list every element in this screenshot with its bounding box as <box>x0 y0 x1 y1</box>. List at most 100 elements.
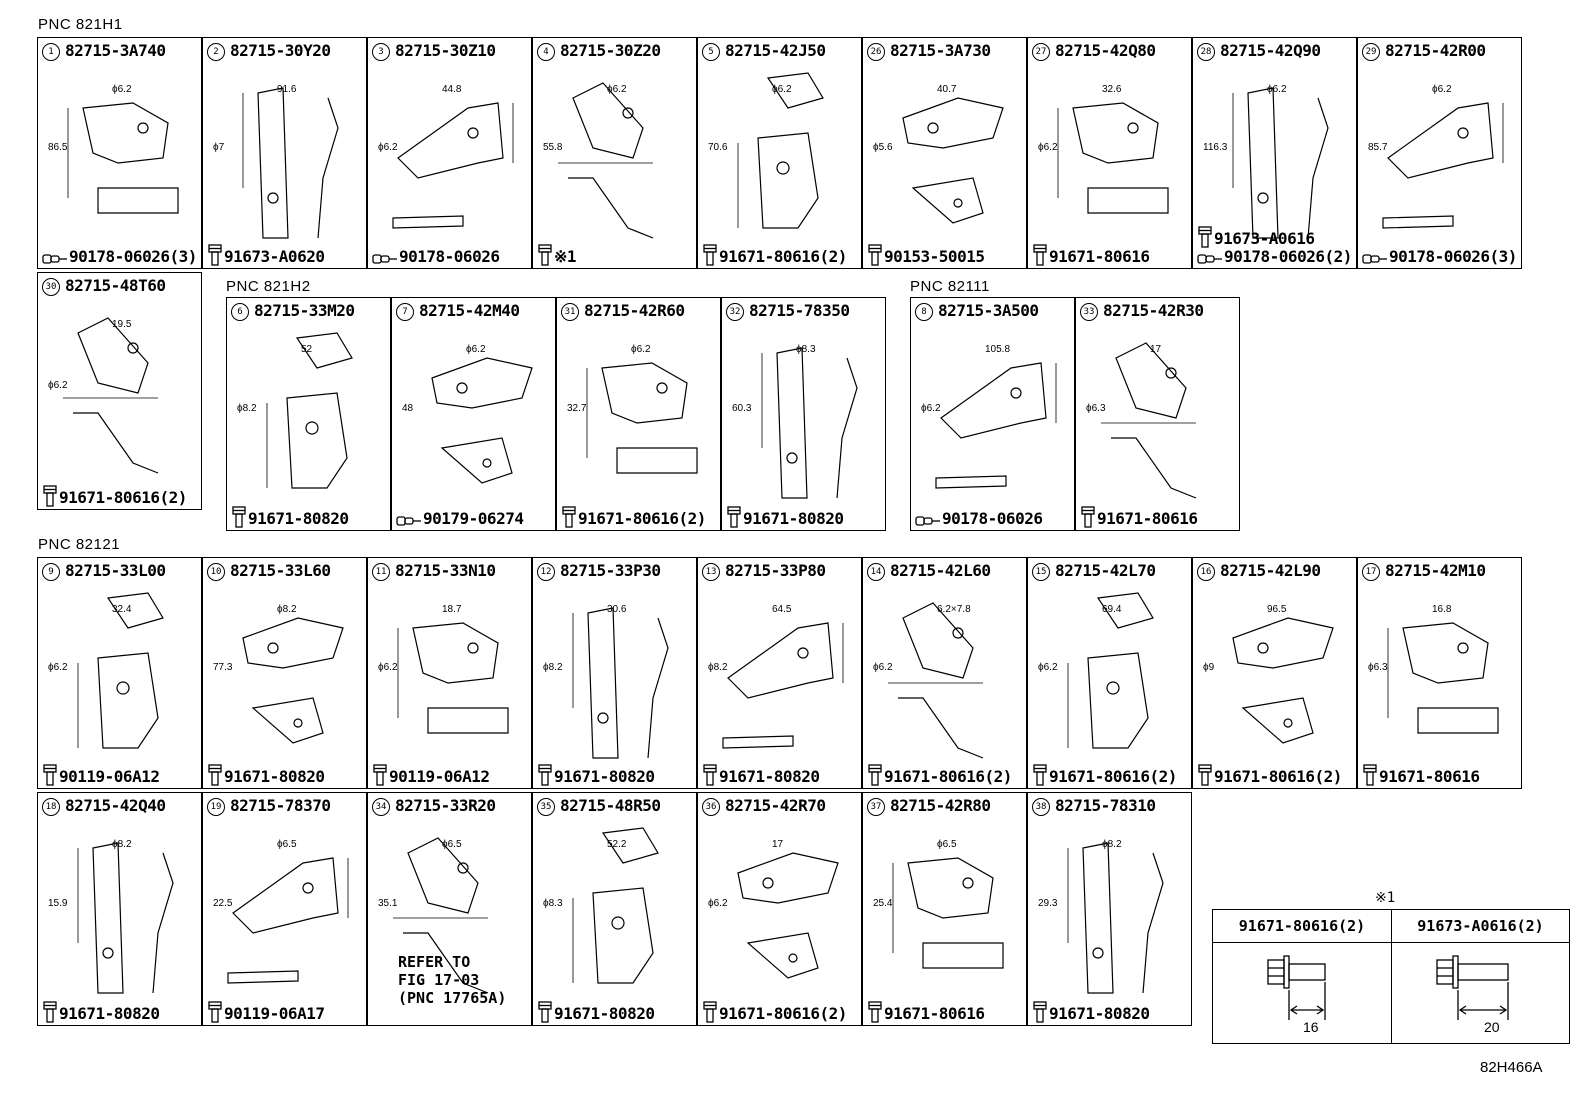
dimension-label: ϕ6.2 <box>466 344 486 355</box>
dimension-label: 29.3 <box>1038 898 1058 909</box>
dimension-label: ϕ6.2 <box>378 662 398 673</box>
bracket-drawing <box>242 617 344 744</box>
bolt-icon <box>703 244 717 266</box>
dimension-label: 22.5 <box>213 898 233 909</box>
bracket-drawing <box>77 842 174 994</box>
bracket-drawing <box>586 362 698 474</box>
bolt-icon <box>373 764 387 786</box>
dimension-label: 32.6 <box>1102 84 1122 95</box>
dimension-label: ϕ6.3 <box>1368 662 1388 673</box>
bracket-drawing <box>67 102 179 214</box>
callout-number: 17 <box>1362 563 1380 581</box>
part-number: 82715-42L60 <box>890 561 991 580</box>
nut-icon <box>396 516 421 526</box>
bolt-icon <box>1363 764 1377 786</box>
fastener-label: 90178-06026 <box>372 247 500 266</box>
bolt-icon <box>232 506 246 528</box>
part-number: 82715-30Z10 <box>395 41 496 60</box>
dimension-label: 15.9 <box>48 898 68 909</box>
dimension-label: 91.6 <box>277 84 297 95</box>
part-number: 82715-42Q90 <box>1220 41 1321 60</box>
bracket-drawing <box>761 347 858 499</box>
part-number: 82715-30Z20 <box>560 41 661 60</box>
flange-bolt-icon <box>1267 955 1326 1020</box>
dimension-label: 6.2×7.8 <box>937 604 971 615</box>
bolt-icon <box>562 506 576 528</box>
part-number: 82715-78350 <box>749 301 850 320</box>
bolt-icon <box>43 764 57 786</box>
bolt-icon <box>868 764 882 786</box>
bracket-drawing <box>1067 842 1164 994</box>
bracket-drawing <box>737 852 839 979</box>
dimension-label: ϕ6.5 <box>277 839 297 850</box>
part-number: 82715-33P30 <box>560 561 661 580</box>
dimension-label: 52 <box>301 344 313 355</box>
reference-dim-2: 20 <box>1484 1019 1500 1035</box>
callout-number: 28 <box>1197 43 1215 61</box>
part-number: 82715-42R00 <box>1385 41 1486 60</box>
bracket-drawing <box>1387 622 1499 734</box>
callout-number: 27 <box>1032 43 1050 61</box>
reference-part-1: 91671-80616(2) <box>1213 910 1391 943</box>
fastener-label: 91671-80820 <box>1032 1001 1150 1023</box>
bracket-drawing <box>1101 342 1197 499</box>
callout-number: 37 <box>867 798 885 816</box>
bolt-icon <box>43 485 57 507</box>
part-number: 82715-33M20 <box>254 301 355 320</box>
dimension-label: 60.3 <box>732 403 752 414</box>
bracket-drawing <box>1057 102 1169 214</box>
dimension-label: 19.5 <box>112 319 132 330</box>
dimension-label: ϕ6.2 <box>873 662 893 673</box>
part-number: 82715-42M40 <box>419 301 520 320</box>
bracket-drawing <box>1067 592 1154 749</box>
bolt-icon <box>1198 764 1212 786</box>
dimension-label: ϕ8.3 <box>796 344 816 355</box>
bracket-drawing <box>935 362 1057 489</box>
bolt-icon <box>538 244 552 266</box>
fastener-label: 90119-06A12 <box>372 764 490 786</box>
part-number: 82715-42Q40 <box>65 796 166 815</box>
bracket-drawing <box>572 607 669 759</box>
refer-note: REFER TO FIG 17-03 (PNC 17765A) <box>398 953 507 1007</box>
dimension-label: 32.7 <box>567 403 587 414</box>
nut-icon <box>42 254 67 264</box>
